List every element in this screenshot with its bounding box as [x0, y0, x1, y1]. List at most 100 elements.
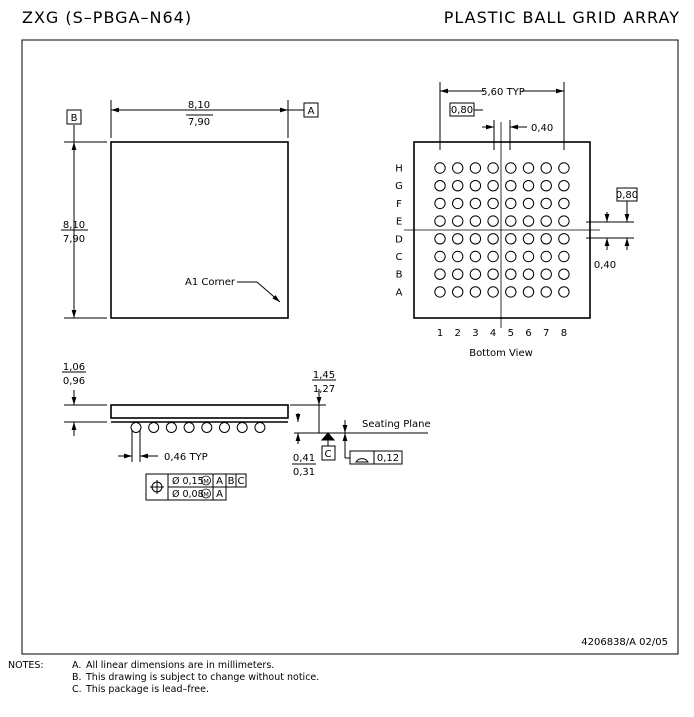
- width-max: 8,10: [188, 100, 210, 111]
- note-letter: B.: [72, 672, 82, 683]
- solder-ball-D3: [469, 233, 482, 245]
- solder-ball-G2: [452, 180, 464, 192]
- col-label-3: 3: [472, 328, 478, 339]
- bottom-view-caption: Bottom View: [469, 348, 533, 359]
- ball-diameter-label: 0,46 TYP: [164, 452, 208, 463]
- side-ball-6: [219, 422, 230, 433]
- solder-ball-H7: [540, 162, 552, 174]
- notes-label: NOTES:: [8, 660, 44, 671]
- solder-ball-D7: [540, 233, 552, 245]
- row-label-D: D: [395, 234, 403, 245]
- solder-ball-F3: [469, 197, 482, 210]
- side-height-max: 1,06: [63, 362, 85, 373]
- drawing-border: [21, 39, 679, 655]
- solder-ball-H4: [487, 162, 499, 174]
- side-ball-4: [183, 422, 195, 433]
- col-label-1: 1: [437, 328, 443, 339]
- solder-ball-H3: [469, 162, 482, 174]
- total-height-min: 1,27: [313, 384, 335, 395]
- seating-plane-label: Seating Plane: [362, 419, 431, 430]
- datum-c-label: C: [325, 449, 332, 460]
- solder-ball-B4: [487, 268, 499, 280]
- solder-ball-H2: [452, 162, 464, 174]
- solder-ball-E3: [469, 215, 482, 227]
- solder-ball-C8: [558, 250, 570, 263]
- col-label-6: 6: [525, 328, 531, 339]
- row-label-F: F: [396, 199, 402, 210]
- solder-ball-G7: [540, 180, 552, 192]
- side-ball-1: [130, 422, 142, 433]
- col-label-7: 7: [543, 328, 549, 339]
- solder-ball-G6: [522, 180, 535, 192]
- solder-ball-E1: [434, 215, 446, 227]
- solder-ball-G8: [558, 180, 570, 192]
- pitch-box-label: 0,80: [451, 105, 473, 116]
- fcf1-tolerance: Ø 0,15: [172, 476, 204, 487]
- solder-ball-A1: [434, 286, 446, 298]
- solder-ball-E7: [540, 215, 552, 227]
- package-code: ZXG (S–PBGA–N64): [22, 8, 193, 27]
- solder-ball-E2: [452, 215, 464, 227]
- height-min: 7,90: [63, 234, 85, 245]
- datum-b-box: [66, 109, 82, 125]
- solder-ball-G5: [505, 180, 517, 192]
- datum-b-label: B: [71, 113, 78, 124]
- solder-ball-B1: [434, 268, 446, 280]
- datum-a-label: A: [308, 106, 315, 117]
- col-label-5: 5: [508, 328, 514, 339]
- solder-ball-A4: [487, 286, 499, 298]
- solder-ball-C6: [522, 250, 535, 263]
- solder-ball-H8: [558, 162, 570, 174]
- solder-ball-B2: [452, 268, 464, 280]
- row-label-H: H: [395, 164, 403, 175]
- drawing-number: 4206838/A 02/05: [581, 637, 668, 648]
- package-body-top: [110, 141, 289, 319]
- total-height-max: 1,45: [313, 370, 335, 381]
- solder-ball-E5: [505, 215, 517, 227]
- solder-ball-C5: [505, 250, 517, 263]
- offset-label: 0,40: [531, 123, 553, 134]
- width-min: 7,90: [188, 117, 210, 128]
- solder-ball-D1: [434, 233, 446, 245]
- fcf1-datum2: B: [228, 476, 235, 487]
- a1-corner-label: A1 Corner: [185, 277, 236, 288]
- solder-ball-B8: [558, 268, 570, 280]
- height-max: 8,10: [63, 220, 85, 231]
- a1-corner-leader: [256, 281, 281, 303]
- row-label-G: G: [395, 181, 403, 192]
- fcf1-datum3: C: [238, 476, 245, 487]
- solder-ball-E6: [522, 215, 535, 227]
- col-label-2: 2: [455, 328, 461, 339]
- solder-ball-C7: [540, 250, 552, 263]
- solder-ball-B3: [469, 268, 482, 280]
- fcf2-datum1: A: [216, 489, 223, 500]
- note-letter: C.: [72, 684, 82, 695]
- solder-ball-F7: [540, 197, 552, 210]
- flatness-frame: [349, 450, 403, 465]
- row-label-E: E: [396, 217, 402, 228]
- solder-ball-C4: [487, 250, 499, 263]
- side-height-min: 0,96: [63, 376, 85, 387]
- side-ball-2: [148, 422, 160, 433]
- fcf1-modifier: M: [203, 478, 209, 486]
- solder-ball-A6: [522, 286, 535, 298]
- solder-ball-F4: [487, 197, 499, 210]
- solder-ball-A7: [540, 286, 552, 298]
- pitch-span-label: 5,60 TYP: [481, 87, 525, 98]
- side-ball-8: [254, 422, 266, 433]
- solder-ball-F6: [522, 197, 535, 210]
- solder-ball-H5: [505, 162, 517, 174]
- solder-ball-D4: [487, 233, 499, 245]
- solder-ball-F5: [505, 197, 517, 210]
- fcf1-datum1: A: [216, 476, 223, 487]
- ball-height-max: 0,41: [293, 453, 315, 464]
- solder-ball-D8: [558, 233, 570, 245]
- fcf2-modifier: M: [203, 491, 209, 499]
- col-label-8: 8: [561, 328, 567, 339]
- solder-ball-E4: [487, 215, 499, 227]
- solder-ball-G4: [487, 180, 499, 192]
- solder-ball-C1: [434, 250, 446, 263]
- solder-ball-D6: [522, 233, 535, 245]
- package-body-side: [110, 404, 289, 419]
